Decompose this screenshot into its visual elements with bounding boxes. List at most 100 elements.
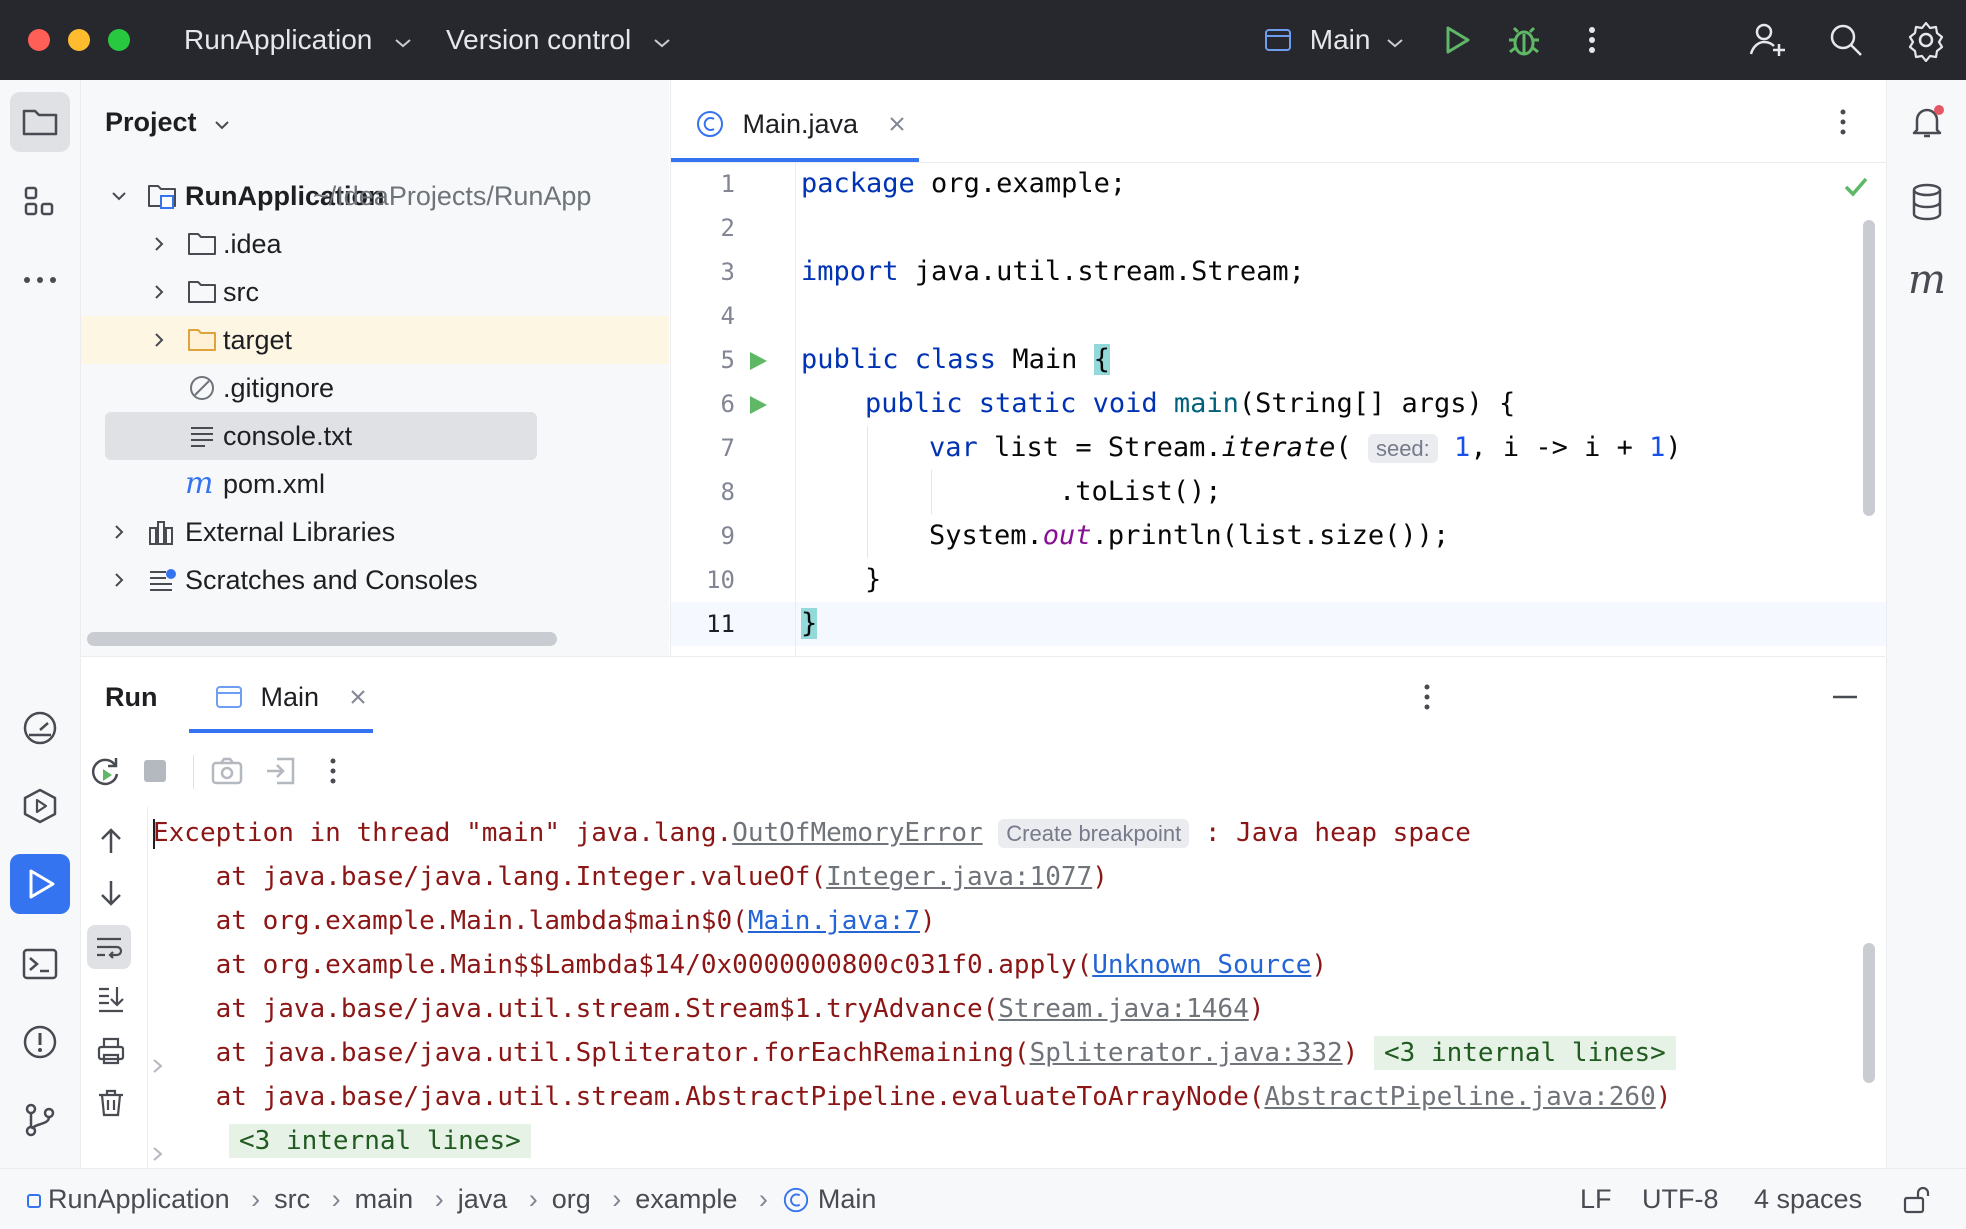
code-line-5[interactable]: public class Main { xyxy=(801,338,1110,382)
code-line-10[interactable]: } xyxy=(865,558,881,602)
notifications-button[interactable] xyxy=(1897,92,1957,152)
debug-bug-icon[interactable] xyxy=(1502,18,1546,62)
tree-item-gitignore[interactable]: .gitignore xyxy=(81,364,669,412)
close-window-button[interactable] xyxy=(28,29,50,51)
problems-tool-button[interactable] xyxy=(10,1012,70,1072)
run-icon[interactable] xyxy=(1434,18,1478,62)
exit-icon[interactable] xyxy=(263,753,299,789)
source-link[interactable]: Integer.java:1077 xyxy=(826,862,1093,892)
chevron-right-icon[interactable] xyxy=(147,220,171,268)
settings-gear-icon[interactable] xyxy=(1904,18,1948,62)
code-line-7[interactable]: var list = Stream.iterate( seed: 1, i ->… xyxy=(929,426,1682,470)
camera-icon[interactable] xyxy=(209,753,245,789)
zoom-window-button[interactable] xyxy=(108,29,130,51)
source-link[interactable]: AbstractPipeline.java:260 xyxy=(1264,1082,1656,1112)
run-gutter-icon[interactable] xyxy=(747,394,769,416)
run-panel-title: Run xyxy=(105,682,158,712)
code-line-11[interactable]: } xyxy=(801,602,818,646)
rerun-icon[interactable] xyxy=(87,753,123,789)
console-scrollbar[interactable] xyxy=(1863,943,1875,1083)
unlock-icon[interactable] xyxy=(1902,1185,1930,1215)
breadcrumb-item[interactable]: example xyxy=(635,1184,738,1214)
tree-item-target[interactable]: target xyxy=(81,316,669,364)
database-button[interactable] xyxy=(1897,172,1957,232)
project-panel-header[interactable]: Project xyxy=(105,102,230,142)
project-selector[interactable]: RunApplication xyxy=(184,20,412,60)
breadcrumb-item[interactable]: java xyxy=(457,1184,508,1214)
print-icon[interactable] xyxy=(95,1035,127,1067)
stop-icon[interactable] xyxy=(141,757,169,785)
horizontal-scrollbar[interactable] xyxy=(87,632,557,646)
code-line-3[interactable]: import java.util.stream.Stream; xyxy=(801,250,1305,294)
more-vertical-icon[interactable] xyxy=(1825,104,1861,140)
exception-link[interactable]: OutOfMemoryError xyxy=(732,818,983,848)
chevron-right-icon[interactable] xyxy=(107,556,131,604)
arrow-down-icon[interactable] xyxy=(95,877,127,909)
arrow-up-icon[interactable] xyxy=(95,825,127,857)
more-vertical-icon[interactable] xyxy=(1570,18,1614,62)
vertical-scrollbar[interactable] xyxy=(1863,220,1875,516)
source-link[interactable]: Unknown Source xyxy=(1092,950,1312,980)
run-tool-button[interactable] xyxy=(10,854,70,914)
soft-wrap-button[interactable] xyxy=(87,925,131,969)
tree-item-console-txt[interactable]: console.txt xyxy=(81,412,669,460)
tree-item-pom-xml[interactable]: m pom.xml xyxy=(81,460,669,508)
indent-setting[interactable]: 4 spaces xyxy=(1754,1184,1863,1214)
breadcrumb-item[interactable]: src xyxy=(274,1184,311,1214)
folded-lines[interactable]: <3 internal lines> xyxy=(1373,1036,1676,1070)
folded-lines[interactable]: <3 internal lines> xyxy=(229,1124,531,1158)
tab-main-java[interactable]: Main.java xyxy=(695,104,906,144)
chevron-right-icon[interactable] xyxy=(147,316,171,364)
tree-item-label: .gitignore xyxy=(223,373,335,403)
vcs-selector[interactable]: Version control xyxy=(446,20,671,60)
tree-item-idea[interactable]: .idea xyxy=(81,220,669,268)
source-link[interactable]: Main.java:7 xyxy=(747,906,921,936)
breadcrumb-item[interactable]: main xyxy=(354,1184,414,1214)
breadcrumb-item[interactable]: org xyxy=(551,1184,591,1214)
code-line-6[interactable]: public static void main(String[] args) { xyxy=(865,382,1515,426)
close-icon[interactable] xyxy=(349,688,367,706)
tree-item-scratches[interactable]: Scratches and Consoles xyxy=(81,556,669,604)
code-line-1[interactable]: package org.example; xyxy=(801,162,1126,206)
chevron-right-icon[interactable] xyxy=(151,1057,165,1075)
project-tool-button[interactable] xyxy=(10,92,70,152)
more-vertical-icon[interactable] xyxy=(315,753,351,789)
source-link[interactable]: Stream.java:1464 xyxy=(998,994,1249,1024)
minimize-window-button[interactable] xyxy=(68,29,90,51)
scroll-to-end-icon[interactable] xyxy=(95,983,127,1015)
terminal-tool-button[interactable] xyxy=(10,934,70,994)
services-tool-button[interactable] xyxy=(10,776,70,836)
tree-item-root[interactable]: RunApplication ~/IdeaProjects/RunApp xyxy=(81,172,669,220)
chevron-right-icon[interactable] xyxy=(151,1145,165,1163)
profiler-tool-button[interactable] xyxy=(10,698,70,758)
run-config-selector[interactable]: Main xyxy=(1264,20,1404,60)
code-line-8[interactable]: .toList(); xyxy=(1059,470,1222,514)
breadcrumb-item[interactable]: Main xyxy=(817,1184,877,1214)
console-line: at java.base/java.util.stream.AbstractPi… xyxy=(153,1075,1672,1119)
git-tool-button[interactable] xyxy=(10,1090,70,1150)
run-tab-main[interactable]: Main xyxy=(215,677,367,717)
create-breakpoint-hint[interactable]: Create breakpoint xyxy=(998,819,1190,848)
breadcrumb-item[interactable]: RunApplication xyxy=(48,1184,230,1214)
more-vertical-icon[interactable] xyxy=(1409,679,1445,715)
minimize-icon[interactable] xyxy=(1827,679,1863,715)
console-output[interactable]: Exception in thread "main" java.lang.Out… xyxy=(153,807,1853,1169)
tree-item-external-libraries[interactable]: External Libraries xyxy=(81,508,669,556)
file-encoding[interactable]: UTF-8 xyxy=(1642,1184,1719,1214)
search-icon[interactable] xyxy=(1824,18,1868,62)
tree-item-src[interactable]: src xyxy=(81,268,669,316)
structure-tool-button[interactable] xyxy=(10,172,70,232)
maven-button[interactable]: m xyxy=(1897,250,1957,310)
no-problems-check-icon[interactable] xyxy=(1843,176,1869,198)
chevron-down-icon[interactable] xyxy=(107,172,131,220)
close-icon[interactable] xyxy=(888,115,906,133)
run-gutter-icon[interactable] xyxy=(747,350,769,372)
code-line-9[interactable]: System.out.println(list.size()); xyxy=(929,514,1449,558)
source-link[interactable]: Spliterator.java:332 xyxy=(1029,1038,1343,1068)
line-separator[interactable]: LF xyxy=(1580,1184,1612,1214)
chevron-right-icon[interactable] xyxy=(147,268,171,316)
trash-icon[interactable] xyxy=(95,1087,127,1119)
chevron-right-icon[interactable] xyxy=(107,508,131,556)
more-tools-button[interactable] xyxy=(10,250,70,310)
add-user-icon[interactable] xyxy=(1746,18,1790,62)
